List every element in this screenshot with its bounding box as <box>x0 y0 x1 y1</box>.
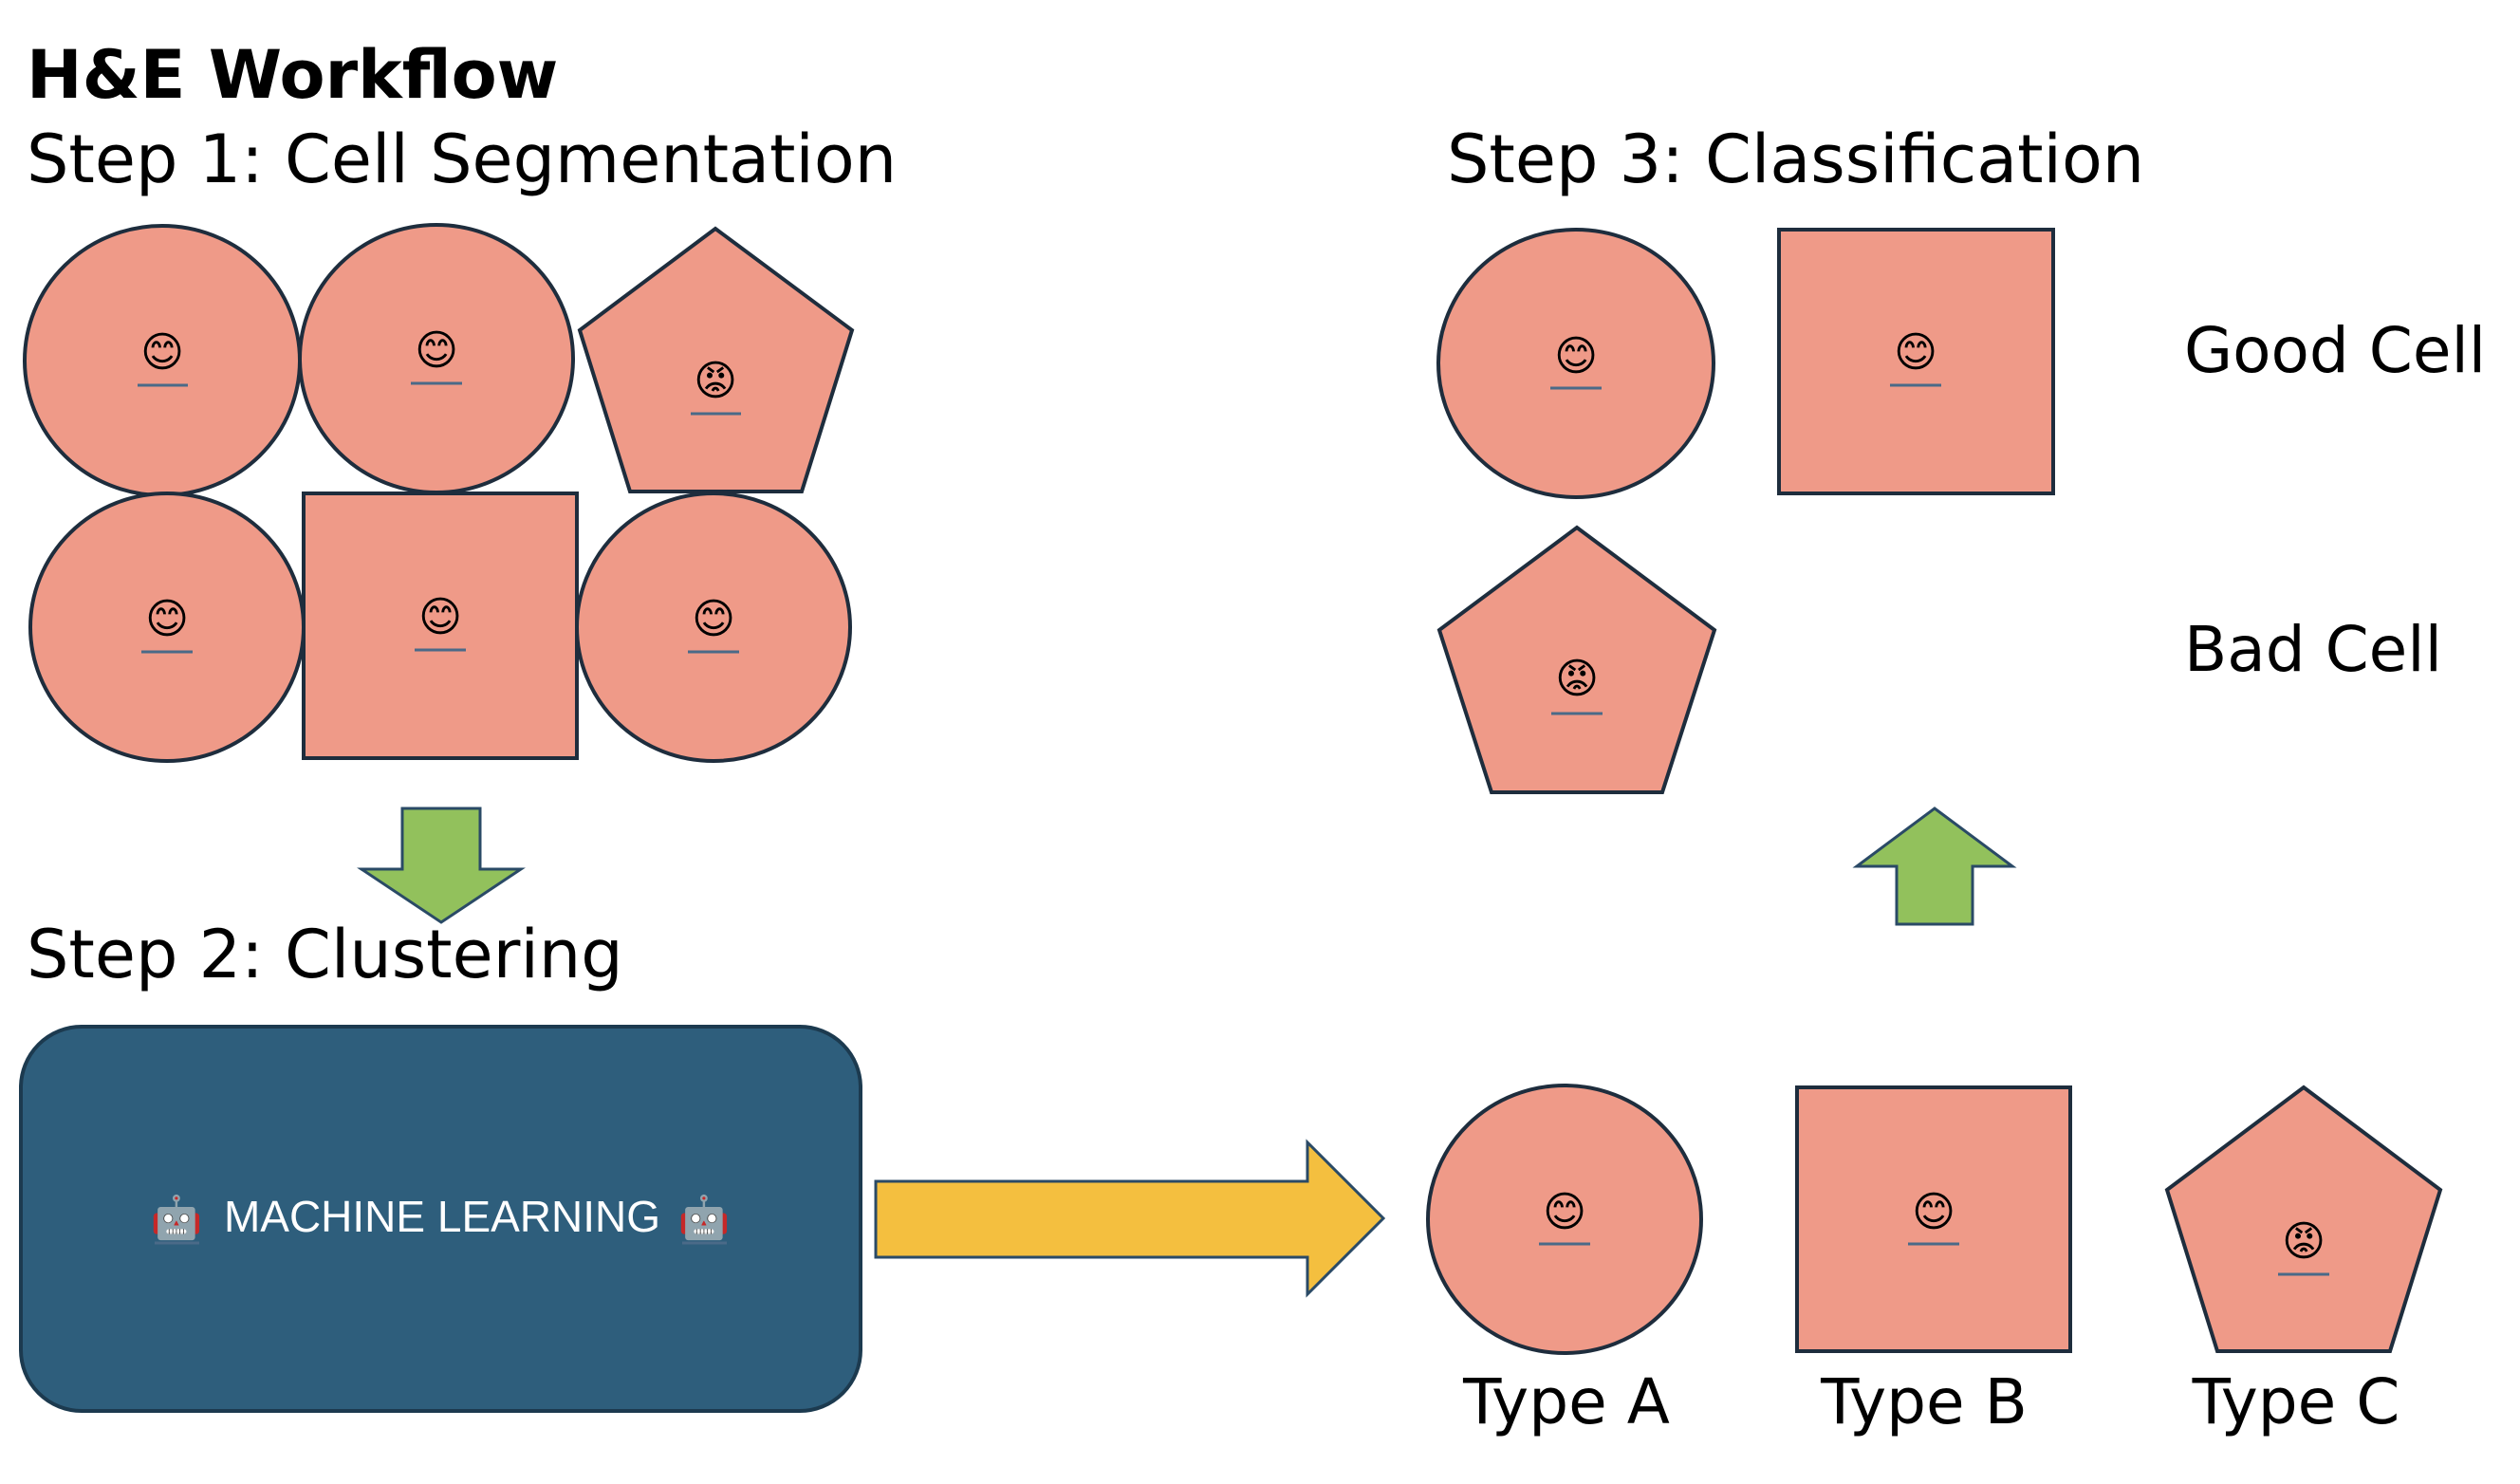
happy-face-icon: 😊 <box>140 328 184 377</box>
happy-face-icon: 😊 <box>1912 1188 1955 1236</box>
step1-heading: Step 1: Cell Segmentation <box>27 121 897 198</box>
happy-face-icon: 😊 <box>415 326 458 375</box>
segmentation-cell-4: 😊 <box>28 492 306 763</box>
cluster-type-a: 😊 <box>1426 1084 1703 1355</box>
step3-heading: Step 3: Classification <box>1447 121 2144 198</box>
machine-learning-box: 🤖 MACHINE LEARNING 🤖 <box>19 1025 862 1413</box>
happy-face-icon: 😊 <box>1543 1188 1586 1236</box>
cluster-type-c: 😡 <box>2164 1085 2443 1353</box>
type-a-label: Type A <box>1462 1365 1670 1438</box>
classification-cells: 😊 😊 😡 <box>1436 228 2055 794</box>
diagram-title: H&E Workflow <box>27 36 558 114</box>
cluster-cells: 😊 😊 😡 <box>1426 1084 2443 1355</box>
bad-cell-label: Bad Cell <box>2184 613 2442 686</box>
classification-good-circle: 😊 <box>1436 228 1715 499</box>
segmentation-cell-1: 😊 <box>23 224 302 497</box>
happy-face-icon: 😊 <box>418 593 462 641</box>
angry-face-icon: 😡 <box>1555 655 1599 703</box>
segmentation-cell-5: 😊 <box>302 492 579 760</box>
right-arrow-icon <box>874 1139 1386 1298</box>
happy-face-icon: 😊 <box>1554 332 1598 380</box>
step2-heading: Step 2: Clustering <box>27 916 623 993</box>
happy-face-icon: 😊 <box>692 595 735 643</box>
machine-learning-label: MACHINE LEARNING <box>224 1192 660 1241</box>
up-arrow-icon <box>1852 807 2017 926</box>
segmentation-cell-6: 😊 <box>575 492 852 763</box>
angry-face-icon: 😡 <box>694 357 737 405</box>
segmentation-cell-3: 😡 <box>577 226 855 493</box>
segmentation-cell-2: 😊 <box>298 223 575 494</box>
segmentation-cells: 😊 😊 😡 😊 😊 😊 <box>23 223 855 763</box>
robot-icon: 🤖 <box>678 1194 731 1242</box>
classification-bad-pentagon: 😡 <box>1436 525 1717 794</box>
down-arrow-icon <box>357 807 526 924</box>
classification-good-square: 😊 <box>1777 228 2055 495</box>
cluster-type-b: 😊 <box>1795 1085 2072 1353</box>
robot-icon: 🤖 <box>151 1194 203 1242</box>
happy-face-icon: 😊 <box>145 595 189 643</box>
type-c-label: Type C <box>2192 1365 2400 1438</box>
good-cell-label: Good Cell <box>2184 314 2486 387</box>
type-b-label: Type B <box>1820 1365 2028 1438</box>
angry-face-icon: 😡 <box>2282 1217 2325 1266</box>
happy-face-icon: 😊 <box>1894 328 1937 377</box>
